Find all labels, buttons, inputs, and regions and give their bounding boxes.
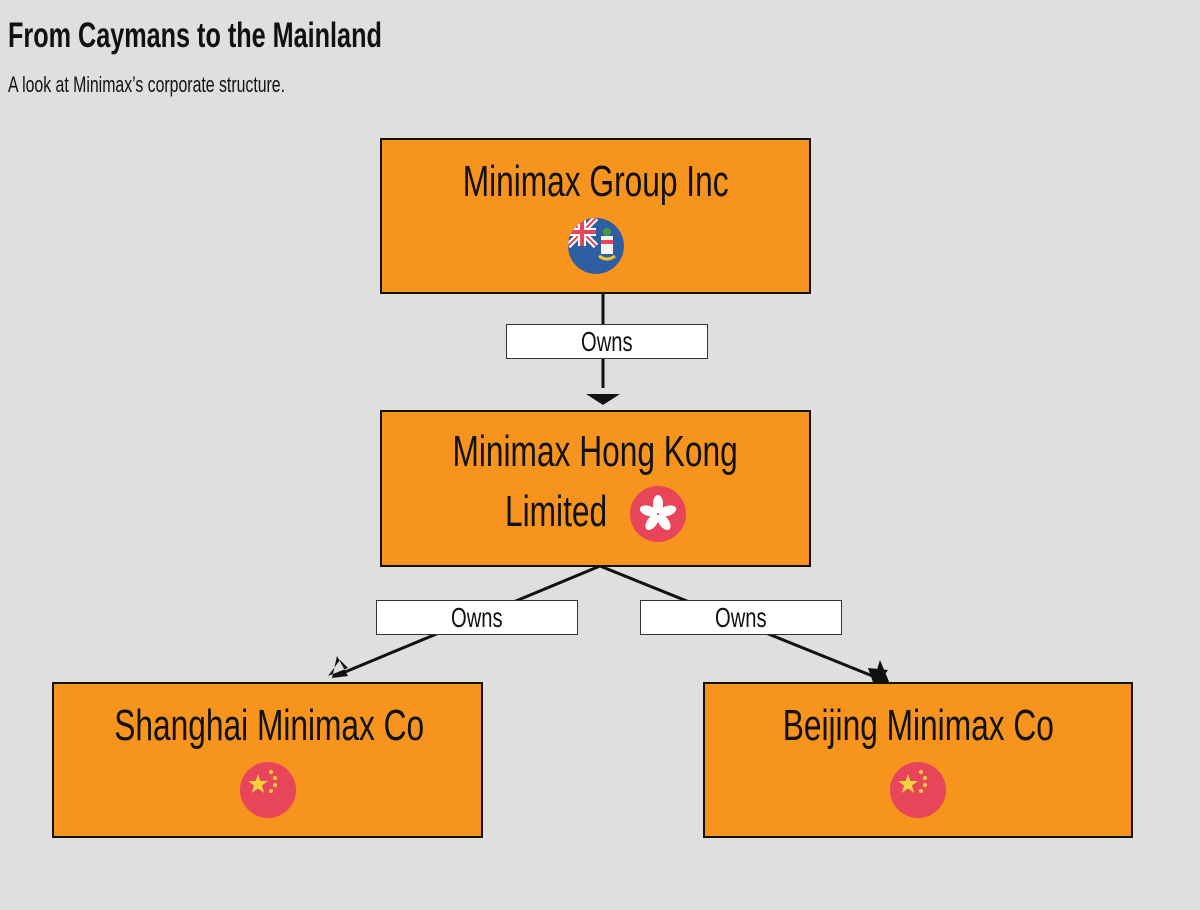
arrowhead: [586, 394, 620, 405]
china-flag-icon: [890, 762, 946, 818]
edge-label-text: Owns: [715, 602, 767, 633]
node-minimax-hong-kong: Minimax Hong Kong Limited: [380, 410, 811, 567]
subtitle-text: A look at Minimax’s corporate structure.: [8, 72, 286, 97]
edge-label-text: Owns: [451, 602, 503, 633]
edge-label-owns: Owns: [376, 600, 578, 635]
node-name: Beijing Minimax Co: [782, 701, 1054, 750]
edge-label-owns: Owns: [640, 600, 842, 635]
title-text: From Caymans to the Mainland: [8, 16, 382, 55]
arrowhead: [328, 656, 348, 678]
hong-kong-flag-icon: [630, 486, 687, 543]
cayman-islands-flag-icon: [567, 218, 624, 274]
node-name: Shanghai Minimax Co: [114, 701, 425, 750]
node-name: Minimax Group Inc: [462, 157, 729, 206]
diagram-subtitle: A look at Minimax’s corporate structure.: [8, 72, 393, 98]
arrowhead: [868, 660, 890, 688]
node-shanghai-minimax: Shanghai Minimax Co: [52, 682, 483, 838]
node-minimax-group: Minimax Group Inc: [380, 138, 811, 294]
node-beijing-minimax: Beijing Minimax Co: [703, 682, 1133, 838]
node-name-line2: Limited: [504, 487, 608, 536]
china-flag-icon: [239, 762, 296, 818]
edge-label-text: Owns: [581, 326, 633, 357]
diagram-title: From Caymans to the Mainland: [8, 16, 527, 56]
edge-label-owns: Owns: [506, 324, 708, 359]
node-name-line1: Minimax Hong Kong: [452, 427, 739, 476]
